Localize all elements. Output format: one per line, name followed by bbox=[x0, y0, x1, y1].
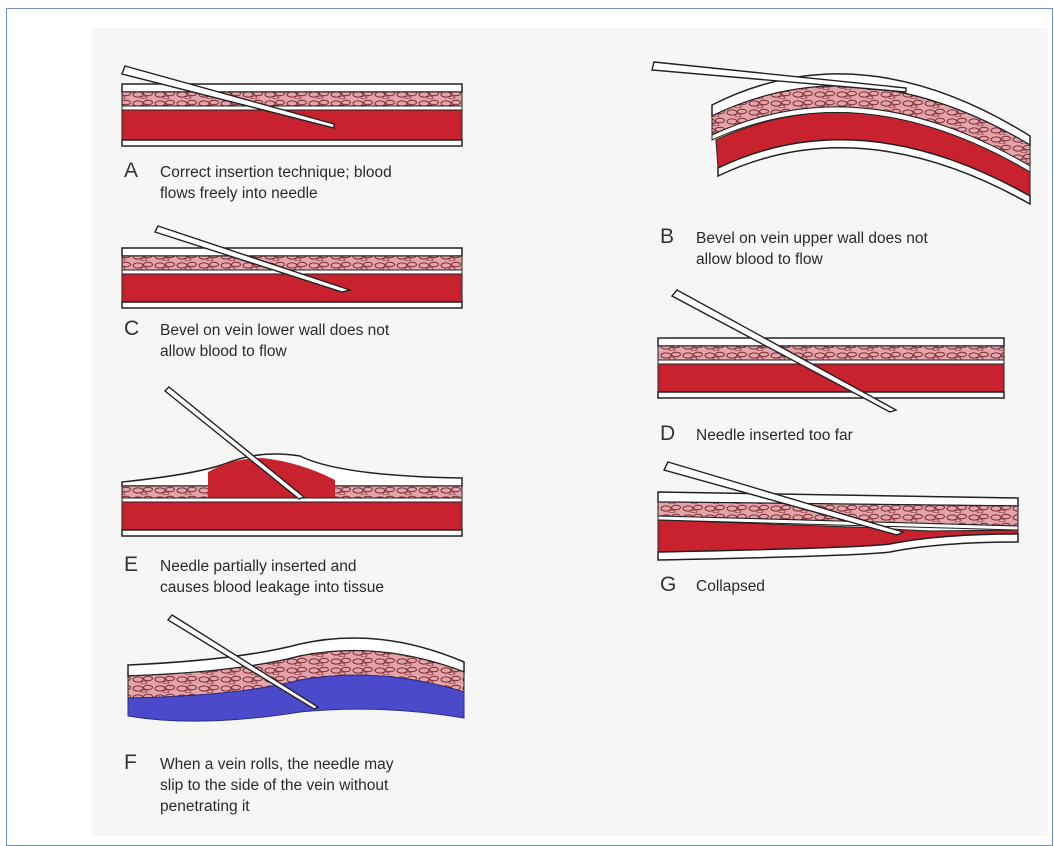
caption-e-line-1: Needle partially inserted and bbox=[160, 556, 356, 577]
panel-letter-e: E bbox=[124, 554, 138, 575]
panel-letter-c: C bbox=[124, 318, 139, 339]
panel-letter-d: D bbox=[660, 423, 675, 444]
vein-diagram-e bbox=[122, 387, 462, 536]
vein-diagram-a bbox=[122, 66, 462, 146]
caption-a-line-2: flows freely into needle bbox=[160, 183, 318, 204]
panel-letter-g: G bbox=[660, 574, 676, 595]
caption-b-line-2: allow blood to flow bbox=[696, 249, 823, 270]
caption-c-line-2: allow blood to flow bbox=[160, 341, 287, 362]
caption-d-line-1: Needle inserted too far bbox=[696, 425, 853, 446]
vein-diagram-g bbox=[658, 462, 1018, 560]
caption-a-line-1: Correct insertion technique; blood bbox=[160, 162, 392, 183]
caption-f-line-1: When a vein rolls, the needle may bbox=[160, 754, 393, 775]
caption-c-line-1: Bevel on vein lower wall does not bbox=[160, 320, 389, 341]
vein-diagram-d bbox=[658, 290, 1004, 412]
panel-letter-b: B bbox=[660, 226, 674, 247]
panel-letter-f: F bbox=[124, 752, 137, 773]
vein-diagram-c bbox=[122, 226, 462, 308]
panel-letter-a: A bbox=[124, 160, 138, 181]
vein-diagram-f bbox=[128, 615, 464, 721]
caption-b-line-1: Bevel on vein upper wall does not bbox=[696, 228, 928, 249]
vein-diagram-b bbox=[652, 62, 1030, 204]
caption-f-line-2: slip to the side of the vein without bbox=[160, 775, 388, 796]
caption-f-line-3: penetrating it bbox=[160, 796, 250, 817]
caption-g-line-1: Collapsed bbox=[696, 576, 765, 597]
caption-e-line-2: causes blood leakage into tissue bbox=[160, 577, 384, 598]
